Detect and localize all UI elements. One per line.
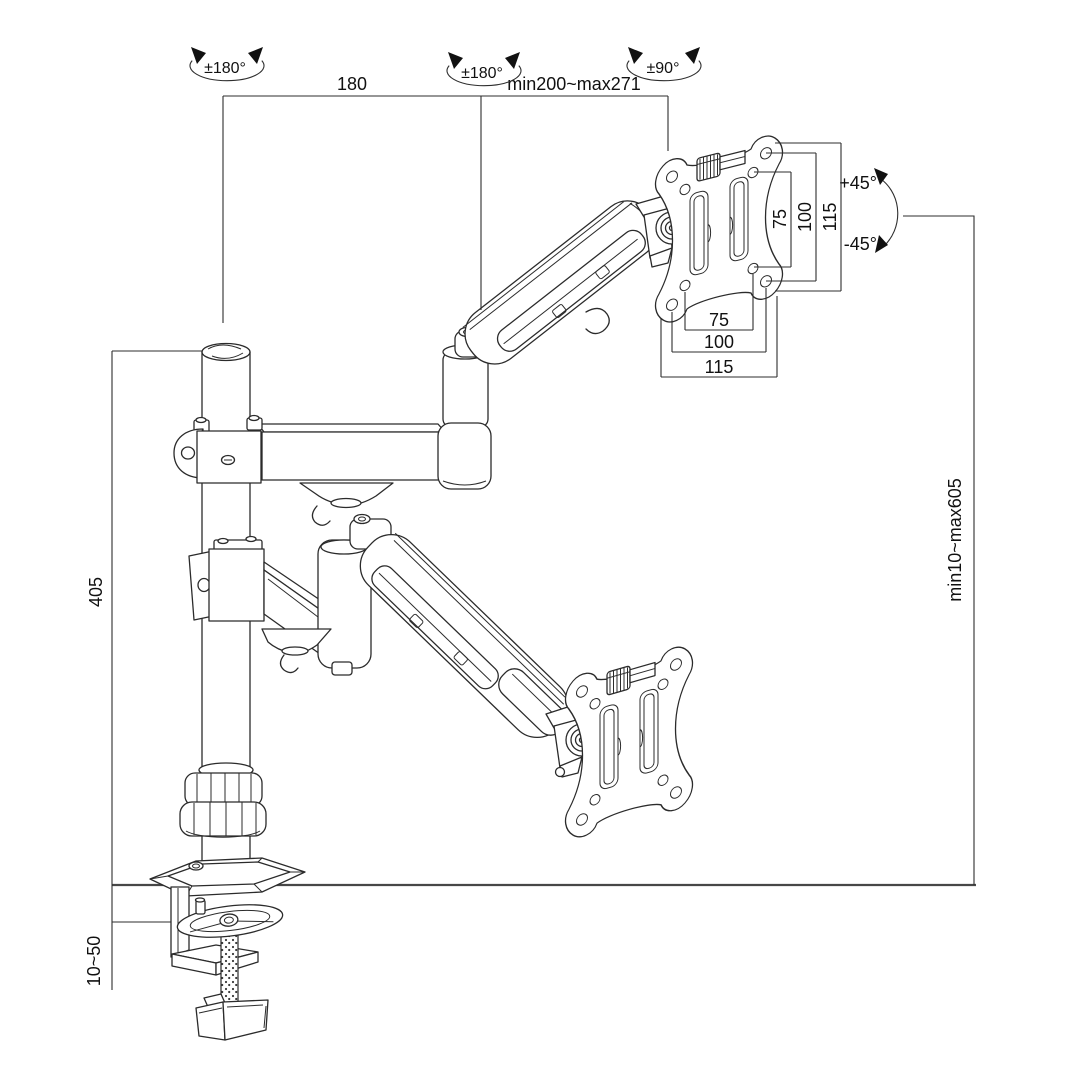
- elbow-rotation-arrow-icon: ±180°: [446, 52, 522, 87]
- pole-rotation-arrow-icon: ±180°: [189, 47, 265, 82]
- clamp-range-label: 10~50: [84, 936, 104, 987]
- vesa-h115-label: 115: [705, 357, 734, 377]
- vesa-v100-label: 100: [795, 202, 815, 232]
- tilt-down-label: -45°: [844, 234, 877, 254]
- vesa-v115-label: 115: [820, 203, 840, 232]
- dimension-vesa-vertical: 75 100 115: [754, 142, 842, 292]
- clamp-threaded-rod: [220, 925, 239, 1005]
- vesa-h75-label: 75: [709, 310, 729, 330]
- dimension-vesa-horizontal: 75 100 115: [660, 274, 778, 378]
- height-range-label: min10~max605: [945, 478, 965, 602]
- vesa-plate-lower: [564, 641, 694, 843]
- latch-hook-upper: [585, 307, 610, 335]
- clamp-pad: [176, 904, 284, 938]
- vesa-plate-upper: [654, 131, 784, 327]
- dimension-height-range: min10~max605: [903, 215, 975, 885]
- dimensions: 180 min200~max271 ±180° ±180° ±90°: [84, 47, 975, 990]
- tilt-up-label: +45°: [839, 173, 877, 193]
- height-adjustment-knob: [179, 762, 267, 838]
- gas-spring-arm-upper: [462, 200, 658, 365]
- c-clamp: [170, 886, 284, 1041]
- vesa-h100-label: 100: [704, 332, 734, 352]
- vesa-v75-label: 75: [770, 209, 790, 229]
- clamp-screw-knob: [195, 993, 269, 1041]
- head-rotation-arrow-icon: ±90°: [626, 47, 702, 82]
- dimension-pole-height: 405 10~50: [84, 350, 202, 990]
- pole-height-label: 405: [86, 577, 106, 607]
- upper-arm-assembly: [173, 326, 492, 526]
- arm2-reach-label: min200~max271: [507, 74, 641, 94]
- pole-rotation-label: ±180°: [204, 60, 246, 77]
- tilt-range-arc: +45° -45°: [839, 168, 899, 254]
- lower-arm-assembly: [188, 513, 392, 676]
- elbow-sleeve-upper: [442, 351, 489, 428]
- arm1-length-label: 180: [337, 74, 367, 94]
- dimension-arm1: 180: [222, 74, 482, 323]
- elbow-rotation-label: ±180°: [461, 65, 503, 82]
- head-rotation-label: ±90°: [647, 60, 680, 77]
- dimension-arm2: min200~max271: [481, 74, 669, 151]
